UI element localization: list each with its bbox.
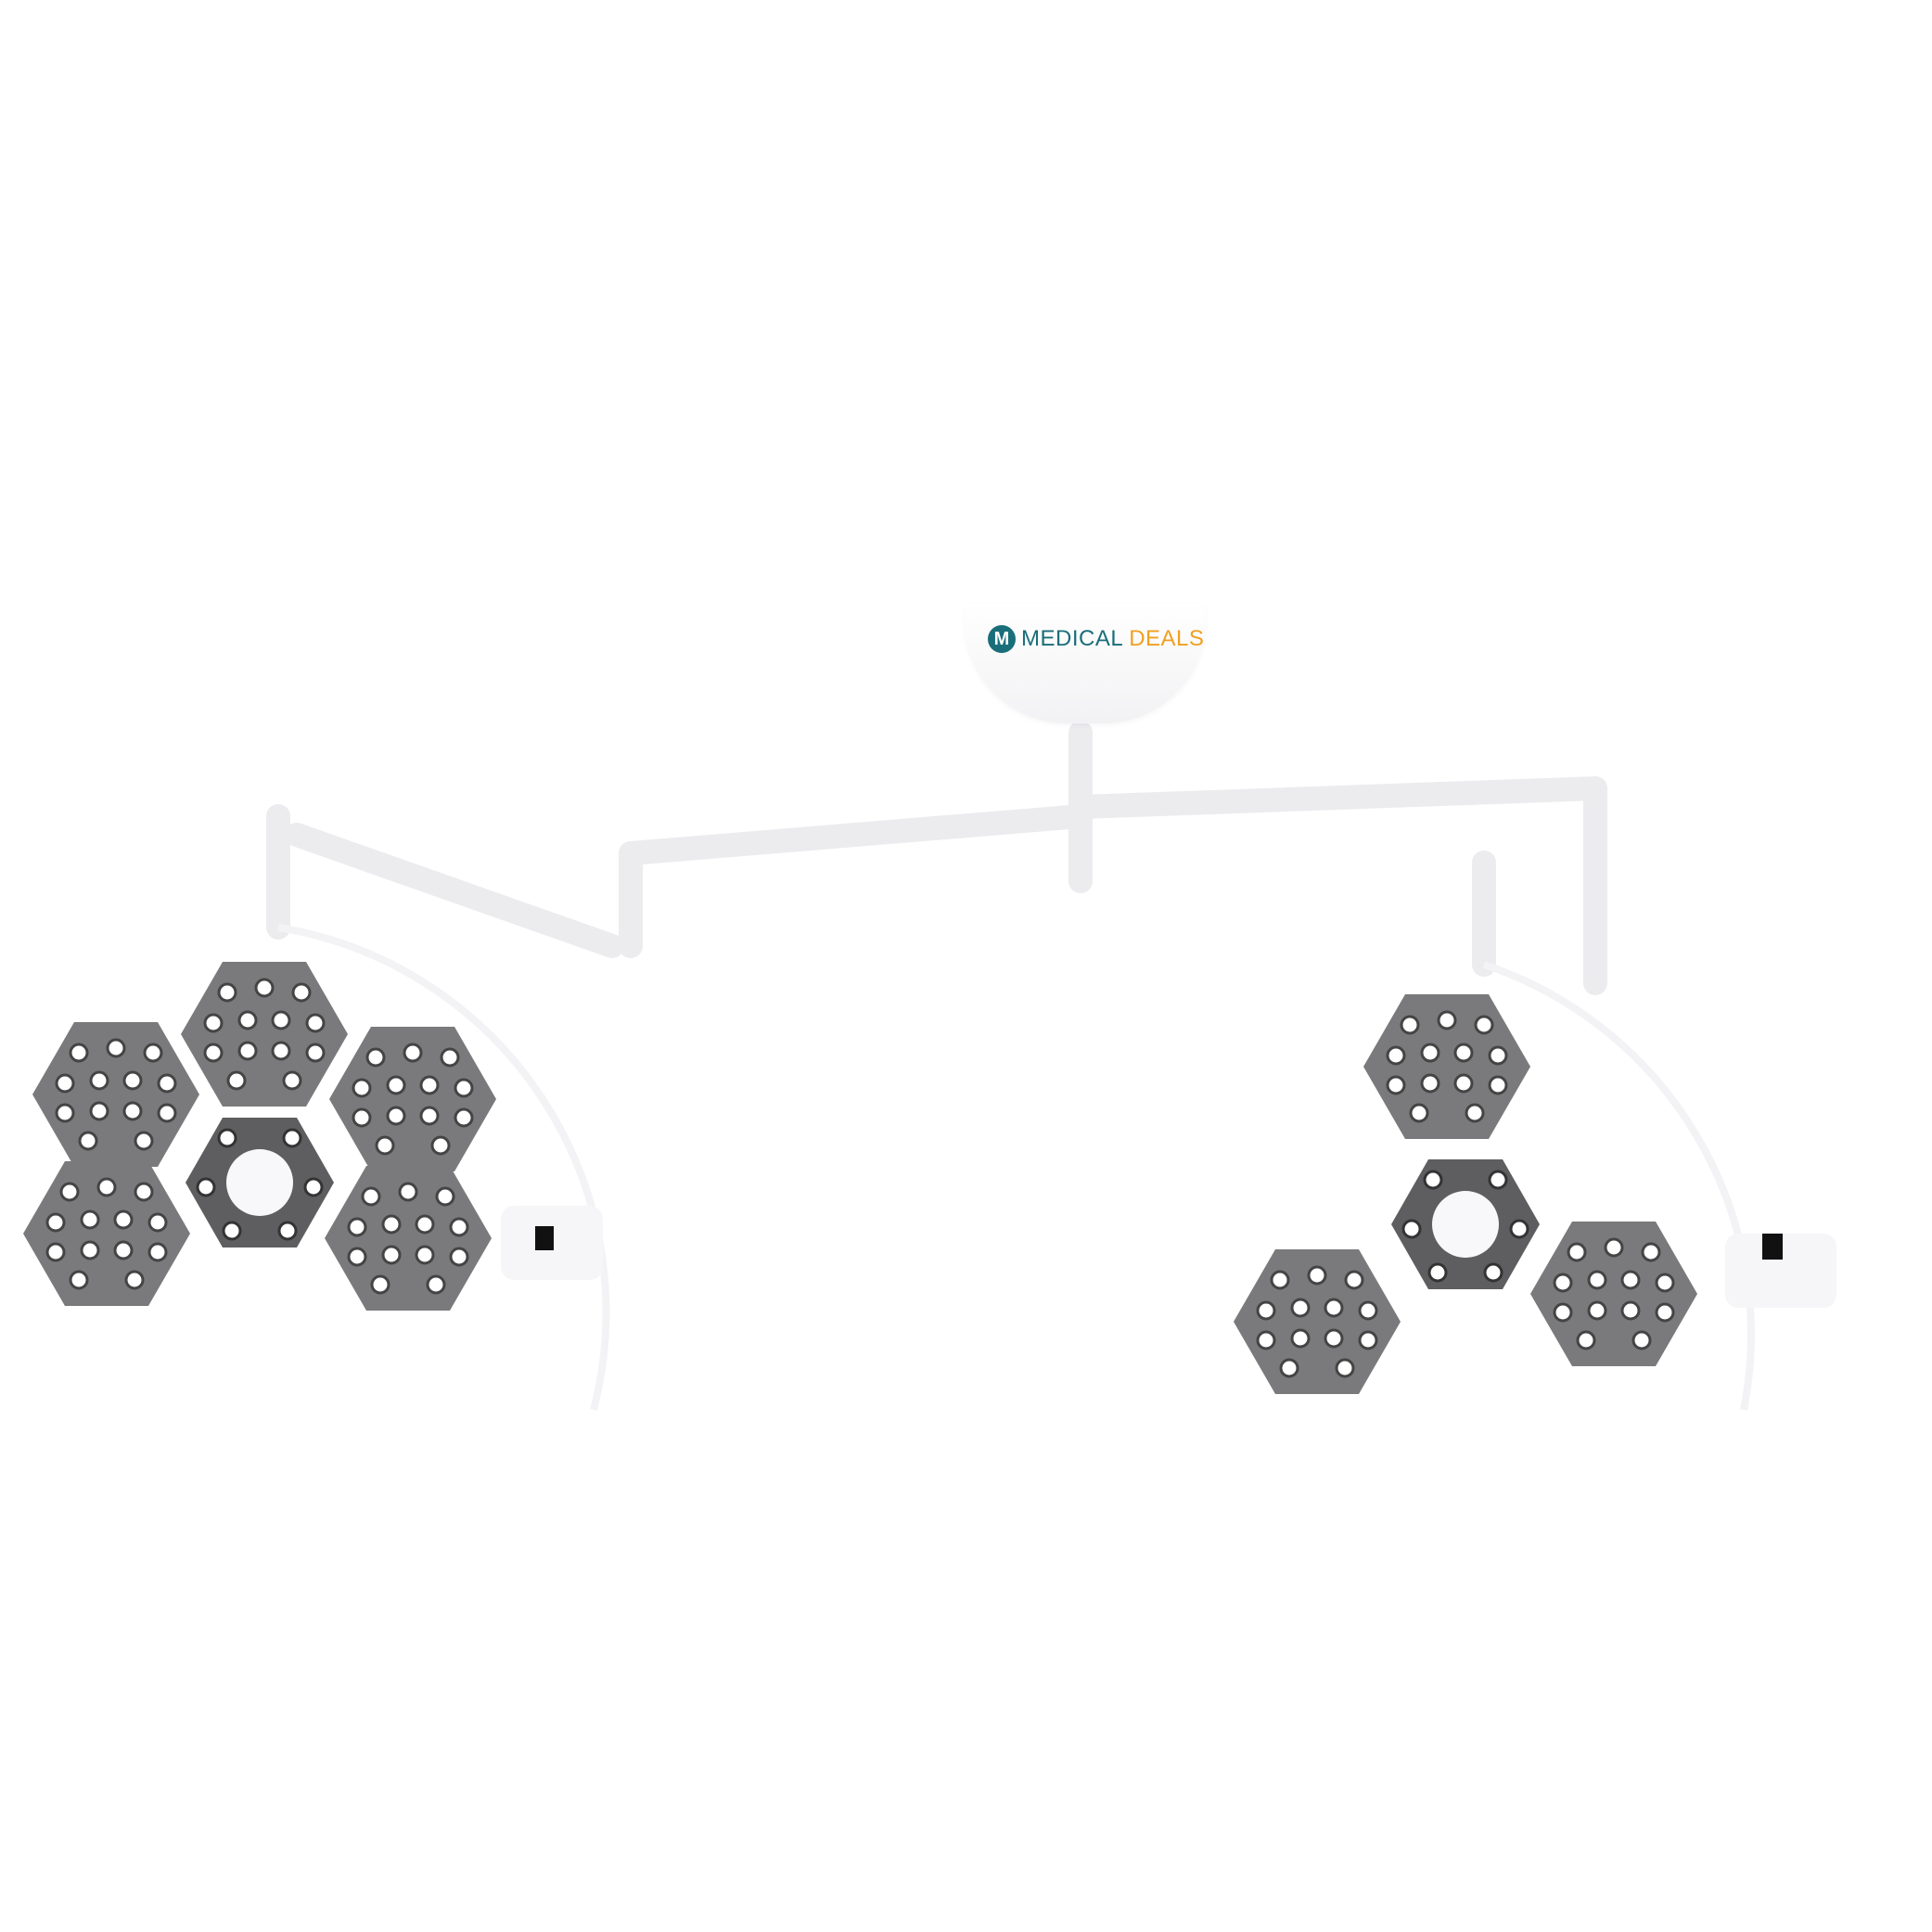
logo-mark-icon: M: [988, 625, 1016, 653]
logo-text-deals: DEALS: [1129, 626, 1205, 651]
brand-logo: M MEDICAL DEALS: [988, 625, 1204, 653]
logo-text-medical: MEDICAL: [1021, 626, 1124, 651]
